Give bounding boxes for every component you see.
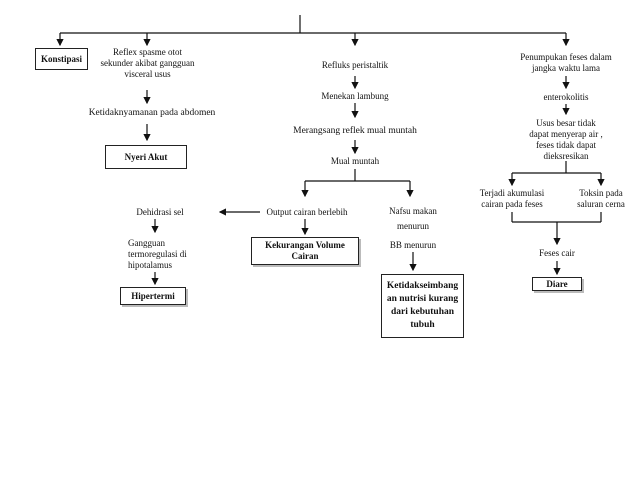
terjadi-akumulasi-text: Terjadi akumulasi cairan pada feses bbox=[472, 188, 552, 210]
penumpukan-line: Penumpukan feses dalam bbox=[520, 52, 612, 62]
toksin-line: saluran cerna bbox=[577, 199, 625, 209]
ketidakseimbangan-line: an nutrisi kurang bbox=[386, 294, 459, 304]
reflex-spasme-line: sekunder akibat gangguan bbox=[100, 58, 195, 68]
reflex-spasme-line: Reflex spasme otot bbox=[113, 47, 182, 57]
usus-besar-text: Usus besar tidak dapat menyerap air , fe… bbox=[512, 118, 620, 162]
dehidrasi-text: Dehidrasi sel bbox=[136, 207, 184, 217]
refluks-text: Refluks peristaltik bbox=[321, 60, 389, 70]
kekurangan-volume-box: Kekurangan Volume Cairan bbox=[251, 237, 359, 265]
reflex-spasme-line: visceral usus bbox=[124, 69, 171, 79]
diare-label: Diare bbox=[546, 278, 568, 289]
gangguan-line: Gangguan bbox=[128, 238, 165, 248]
nafsu-makan-text: Nafsu makan menurun bbox=[383, 206, 443, 232]
ketidakseimbangan-box: Ketidakseimbang an nutrisi kurang dari k… bbox=[381, 274, 464, 338]
reflex-spasme-text: Reflex spasme otot sekunder akibat gangg… bbox=[100, 47, 195, 80]
nyeri-akut-box: Nyeri Akut bbox=[105, 145, 187, 169]
gangguan-line: termoregulasi di bbox=[128, 249, 187, 259]
merangsang-text: Merangsang reflek mual muntah bbox=[293, 126, 417, 136]
ketidaknyamanan-text: Ketidaknyamanan pada abdomen bbox=[88, 108, 216, 118]
feses-cair-text: Feses cair bbox=[539, 248, 575, 258]
terjadi-akumulasi-line: Terjadi akumulasi bbox=[479, 188, 545, 198]
toksin-line: Toksin pada bbox=[579, 188, 623, 198]
hipertermi-label: Hipertermi bbox=[131, 290, 175, 301]
output-cairan-text: Output cairan berlebih bbox=[266, 207, 348, 217]
ketidakseimbangan-line: Ketidakseimbang bbox=[386, 281, 459, 291]
terjadi-akumulasi-line: cairan pada feses bbox=[481, 199, 543, 209]
bb-menurun-text: BB menurun bbox=[389, 240, 437, 250]
penumpukan-line: jangka waktu lama bbox=[532, 63, 600, 73]
usus-besar-line: dieksresikan bbox=[543, 151, 589, 161]
konstipasi-box: Konstipasi bbox=[35, 48, 88, 70]
nyeri-akut-label: Nyeri Akut bbox=[124, 151, 168, 162]
usus-besar-line: dapat menyerap air , bbox=[529, 129, 603, 139]
penumpukan-text: Penumpukan feses dalam jangka waktu lama bbox=[500, 52, 632, 74]
diare-box: Diare bbox=[532, 277, 582, 291]
toksin-text: Toksin pada saluran cerna bbox=[570, 188, 632, 210]
konstipasi-label: Konstipasi bbox=[40, 53, 82, 64]
hipertermi-box: Hipertermi bbox=[120, 287, 186, 305]
gangguan-line: hipotalamus bbox=[128, 260, 172, 270]
nafsu-makan-line: menurun bbox=[397, 221, 429, 231]
nafsu-makan-line: Nafsu makan bbox=[389, 206, 437, 216]
kekurangan-line: Cairan bbox=[291, 251, 319, 261]
enterokolitis-text: enterokolitis bbox=[543, 92, 589, 102]
usus-besar-line: feses tidak dapat bbox=[536, 140, 596, 150]
gangguan-text: Gangguan termoregulasi di hipotalamus bbox=[128, 238, 198, 271]
usus-besar-line: Usus besar tidak bbox=[536, 118, 596, 128]
menekan-text: Menekan lambung bbox=[321, 91, 389, 101]
mual-muntah-text: Mual muntah bbox=[330, 156, 380, 166]
kekurangan-line: Kekurangan Volume bbox=[265, 240, 345, 250]
ketidakseimbangan-line: dari kebutuhan bbox=[390, 307, 455, 317]
ketidakseimbangan-line: tubuh bbox=[410, 320, 435, 330]
